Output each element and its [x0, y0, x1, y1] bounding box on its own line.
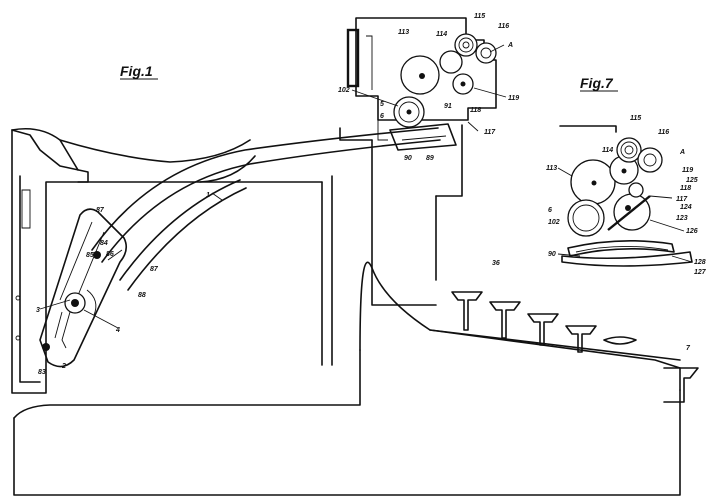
- ref-label: 88: [138, 292, 146, 299]
- upper-gearbox: [339, 17, 497, 306]
- ref-label: 116: [658, 129, 669, 136]
- ref-label: 126: [686, 228, 698, 235]
- ref-label: 6: [548, 207, 552, 214]
- ref-label: 85: [86, 252, 94, 259]
- ref-label: 90: [404, 155, 412, 162]
- ref-label: 119: [508, 95, 519, 102]
- ref-label: 124: [680, 204, 692, 211]
- fig1-title: Fig.1: [120, 63, 153, 79]
- ref-label: 113: [398, 29, 409, 36]
- ref-label: 117: [676, 196, 688, 203]
- ref-label: 123: [676, 215, 688, 222]
- leader-lines: [39, 44, 693, 329]
- ref-label: 115: [474, 13, 485, 20]
- ref-label: 128: [694, 259, 706, 266]
- fig7-reference-labels: 113 114 115 116 117 118 119 123 124 125 …: [546, 115, 707, 276]
- fig7-assembly: [559, 125, 693, 267]
- ref-label: 6: [380, 113, 384, 120]
- key-row: [451, 291, 699, 403]
- curved-lever: [91, 127, 441, 291]
- ref-label: 127: [694, 269, 707, 276]
- ref-label: 3: [36, 307, 40, 314]
- ref-label: 1: [206, 192, 210, 199]
- ref-label: 118: [470, 107, 481, 114]
- ref-label: 7: [686, 345, 691, 352]
- ref-label: 86: [106, 251, 114, 258]
- ref-label: 5: [380, 101, 384, 108]
- ref-label: 114: [602, 147, 613, 154]
- fig7-title: Fig.7: [580, 75, 614, 91]
- ref-label: 2: [61, 363, 66, 370]
- ref-label: 102: [548, 219, 560, 226]
- ref-label: 83: [38, 369, 46, 376]
- ref-label: 84: [100, 240, 108, 247]
- ref-label: 89: [426, 155, 434, 162]
- ref-label: 125: [686, 177, 698, 184]
- ref-label: 87: [150, 266, 159, 273]
- ref-label: 119: [682, 167, 693, 174]
- ref-label: 91: [444, 103, 452, 110]
- drive-mechanism: [39, 208, 128, 368]
- ref-label: 114: [436, 31, 447, 38]
- fig1-reference-labels: 1 2 3 4 5 6 7 36 83 84 85 86 87 87 88 89…: [36, 13, 691, 376]
- ref-label: 117: [484, 129, 496, 136]
- ref-label: A: [507, 42, 513, 49]
- ref-label: 118: [680, 185, 691, 192]
- ref-label: 36: [492, 260, 500, 267]
- ref-label: 102: [338, 87, 350, 94]
- machine-body: [11, 127, 681, 496]
- ref-label: 113: [546, 165, 557, 172]
- ref-label: 116: [498, 23, 509, 30]
- ref-label: 115: [630, 115, 641, 122]
- ref-label: 87: [96, 207, 105, 214]
- ref-label: 4: [115, 327, 120, 334]
- ref-label: A: [679, 149, 685, 156]
- ref-label: 90: [548, 251, 556, 258]
